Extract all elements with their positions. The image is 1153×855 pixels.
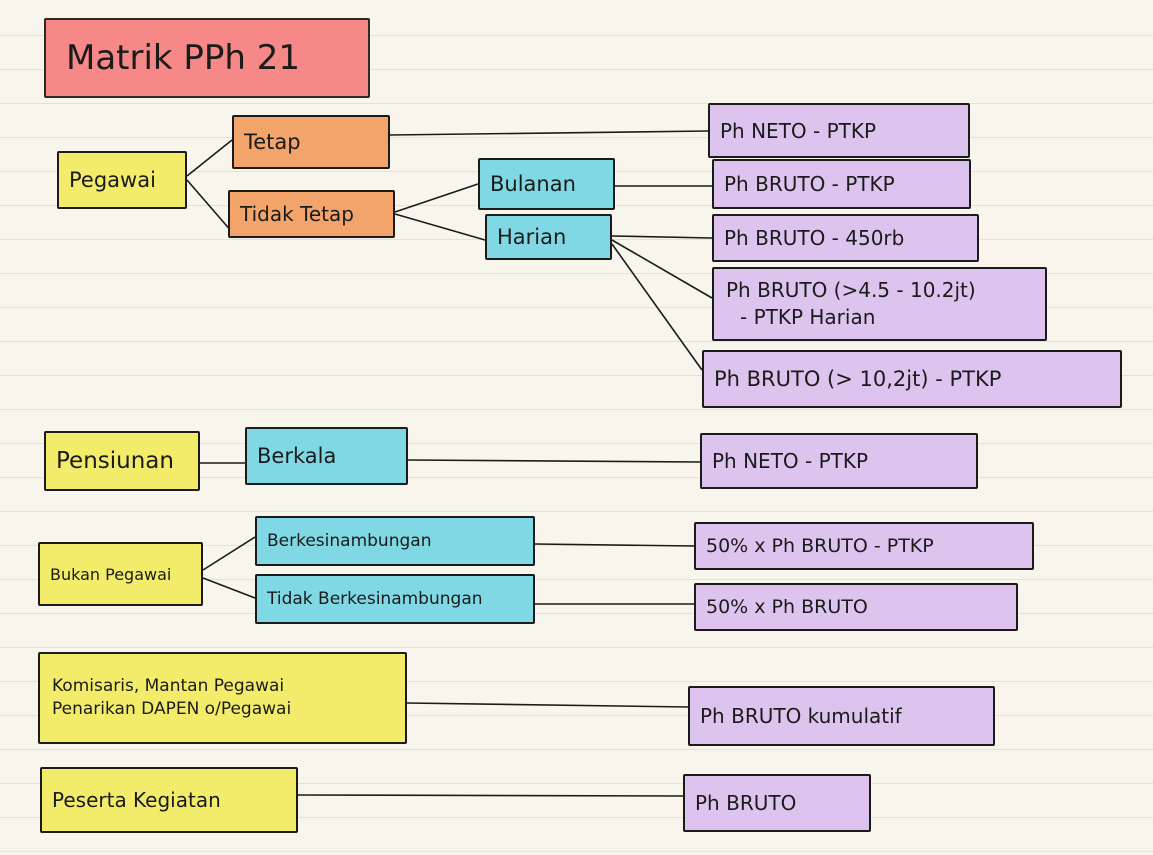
subtype-tidak-berkesinambungan: Tidak Berkesinambungan — [255, 574, 535, 624]
formula-berkesinambungan: 50% x Ph BRUTO - PTKP — [694, 522, 1034, 570]
connector-berkala-formula — [407, 459, 701, 463]
connector-harian-formula-2 — [611, 239, 713, 299]
subtype-tetap: Tetap — [232, 115, 390, 169]
connector-harian-formula-3 — [611, 243, 703, 371]
formula-tetap: Ph NETO - PTKP — [708, 103, 970, 158]
formula-harian-1: Ph BRUTO - 450rb — [712, 214, 979, 262]
formula-tidak-berkesinambungan: 50% x Ph BRUTO — [694, 583, 1018, 631]
subtype-tidak-tetap: Tidak Tetap — [228, 190, 395, 238]
category-pensiunan: Pensiunan — [44, 431, 200, 491]
connector-berkesinambungan-formula — [534, 543, 695, 547]
page-title: Matrik PPh 21 — [44, 18, 370, 98]
formula-bulanan: Ph BRUTO - PTKP — [712, 159, 971, 209]
formula-harian-2-line-2: - PTKP Harian — [740, 305, 876, 329]
connector-harian-formula-1 — [611, 235, 713, 239]
formula-harian-3: Ph BRUTO (> 10,2jt) - PTKP — [702, 350, 1122, 408]
connector-bukan-pegawai-berkesinambungan — [202, 536, 256, 571]
connector-komisaris-formula — [406, 702, 689, 708]
formula-peserta: Ph BRUTO — [683, 774, 871, 832]
category-pegawai: Pegawai — [57, 151, 187, 209]
connector-tetap-formula — [389, 130, 709, 136]
connector-pegawai-tidak-tetap — [186, 179, 233, 233]
category-peserta-kegiatan: Peserta Kegiatan — [40, 767, 298, 833]
period-berkala: Berkala — [245, 427, 408, 485]
formula-harian-2: Ph BRUTO (>4.5 - 10.2jt) - PTKP Harian — [712, 267, 1047, 341]
category-bukan-pegawai: Bukan Pegawai — [38, 542, 203, 606]
connector-bukan-pegawai-tidak-berkesinambungan — [202, 577, 256, 599]
connector-peserta-formula — [297, 794, 684, 797]
formula-komisaris: Ph BRUTO kumulatif — [688, 686, 995, 746]
category-komisaris: Komisaris, Mantan Pegawai Penarikan DAPE… — [38, 652, 407, 744]
formula-harian-2-line-1: Ph BRUTO (>4.5 - 10.2jt) — [726, 278, 976, 302]
category-komisaris-line-1: Komisaris, Mantan Pegawai — [52, 676, 285, 697]
subtype-berkesinambungan: Berkesinambungan — [255, 516, 535, 566]
connector-pegawai-tetap — [186, 139, 233, 177]
connector-tidak-tetap-bulanan — [394, 183, 479, 213]
connector-tidak-tetap-harian — [394, 213, 486, 241]
category-komisaris-line-2: Penarikan DAPEN o/Pegawai — [52, 699, 292, 719]
formula-berkala: Ph NETO - PTKP — [700, 433, 978, 489]
period-bulanan: Bulanan — [478, 158, 615, 210]
period-harian: Harian — [485, 214, 612, 260]
